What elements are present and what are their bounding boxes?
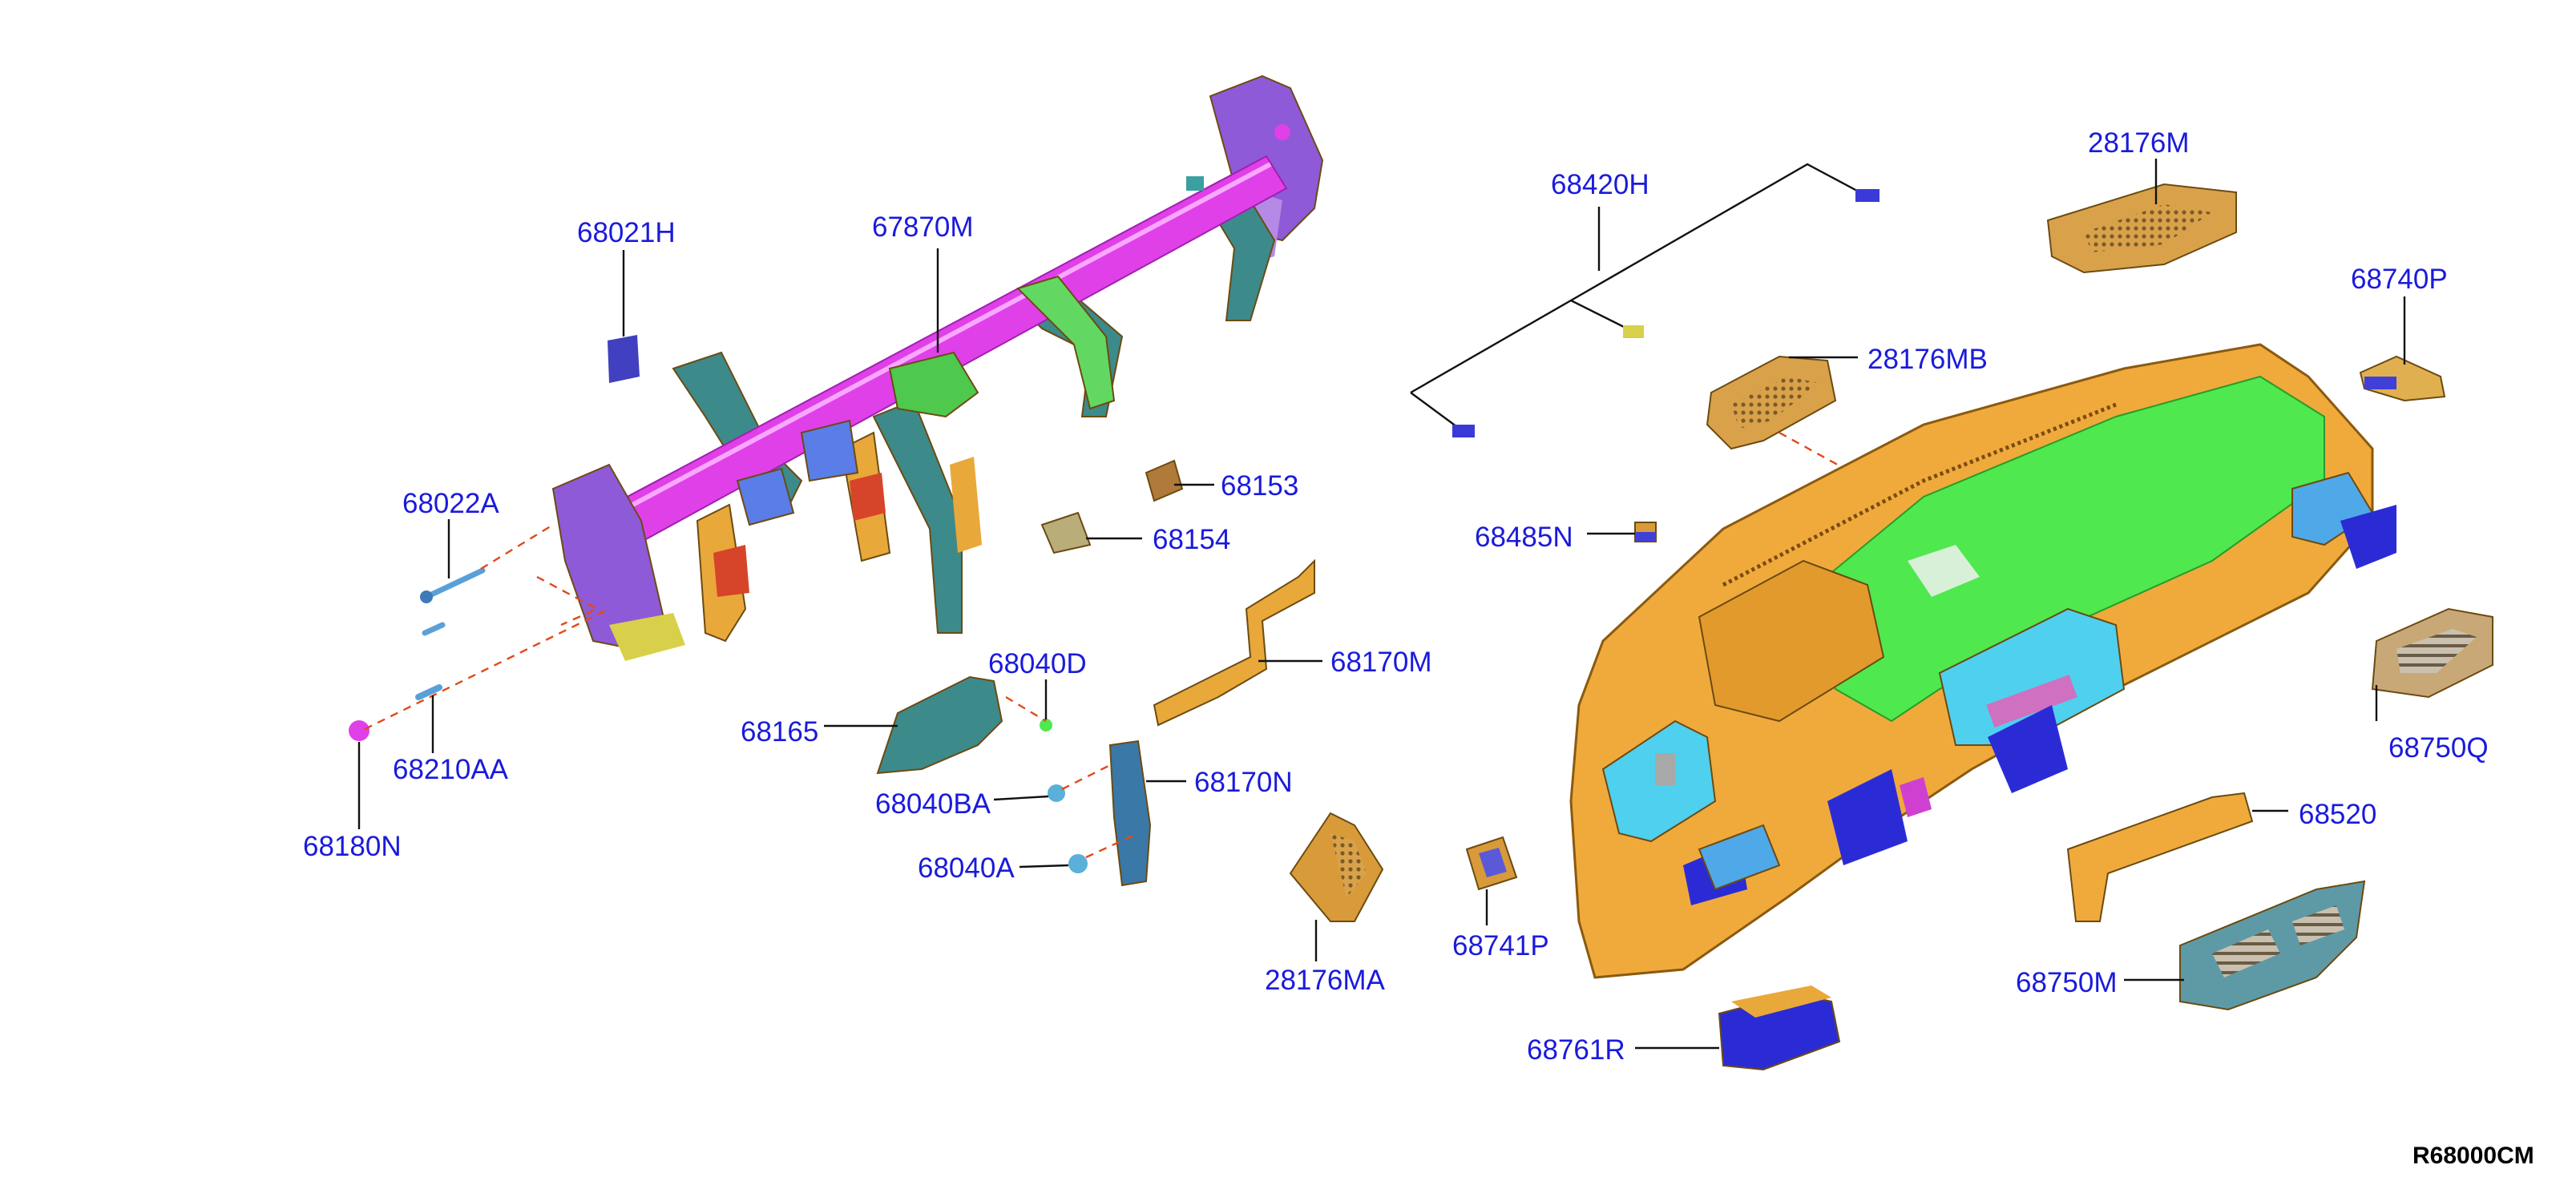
center-trim-cyan (1938, 607, 2126, 746)
part-68420H-harness (1410, 163, 1880, 437)
dashed-guide-bracket (536, 575, 600, 627)
part-number-labels: 68021H 67870M 68022A 68210AA 68180N 6815… (303, 127, 2489, 1066)
part-68154-bracket (1040, 511, 1092, 554)
part-68170N-bracket (1108, 740, 1152, 887)
label-68180N[interactable]: 68180N (303, 831, 402, 862)
label-68153[interactable]: 68153 (1221, 470, 1298, 502)
label-68165[interactable]: 68165 (741, 716, 818, 748)
bolt-small (422, 622, 446, 636)
part-68165-bracket (876, 675, 1003, 775)
dashed-guide-68040D (1005, 695, 1047, 723)
bolt-68210AA (415, 684, 442, 700)
lower-clip-magenta (1900, 777, 1932, 817)
part-68750Q-louvers (2396, 629, 2477, 673)
leader-lines (357, 159, 2406, 1050)
part-68170M-bracket (1153, 558, 1315, 727)
harness-connector-a (1855, 189, 1880, 202)
bolt-68022A (423, 567, 486, 600)
label-68170M[interactable]: 68170M (1330, 647, 1431, 678)
label-68040BA[interactable]: 68040BA (875, 788, 991, 820)
center-long-leg (872, 399, 963, 634)
part-28176M-grille (2084, 204, 2212, 252)
dashed-guide-68040A (1085, 832, 1139, 859)
label-68740P[interactable]: 68740P (2351, 264, 2448, 295)
green-bracket-right (1016, 275, 1116, 410)
defroster-slots (1722, 402, 2117, 587)
dashed-guide-68022A (480, 523, 554, 570)
clip-68180N (349, 720, 369, 741)
label-28176MA[interactable]: 28176MA (1265, 965, 1385, 996)
clip-68040D (1040, 719, 1052, 732)
nut-68040A (1068, 854, 1088, 873)
leader-68040BA (993, 795, 1049, 801)
label-68420H[interactable]: 68420H (1551, 169, 1649, 200)
label-67870M[interactable]: 67870M (872, 212, 973, 243)
label-68750M[interactable]: 68750M (2016, 967, 2117, 998)
part-28176MA-grille (1330, 833, 1367, 897)
part-68741P-center (1479, 848, 1507, 877)
instrument-panel-assembly (1569, 343, 2396, 979)
harness-connector-b (1623, 325, 1644, 338)
dashed-guide-68180N (364, 607, 610, 731)
left-lower-leg-red (713, 545, 749, 597)
label-68761R[interactable]: 68761R (1527, 1034, 1625, 1066)
label-68750Q[interactable]: 68750Q (2388, 732, 2489, 764)
part-28176MB-grille (1731, 377, 1819, 429)
steering-member-assembly (551, 75, 1324, 661)
column-mount-bracket-left (736, 467, 795, 526)
part-68740P-clip (2364, 377, 2396, 389)
small-bracket-top (1186, 176, 1204, 191)
column-mount-bracket-right (800, 419, 859, 482)
left-switch (1655, 753, 1675, 785)
bolt-68022A-head (420, 590, 433, 603)
harness-main-line (1410, 163, 1868, 394)
label-68022A[interactable]: 68022A (402, 488, 499, 519)
center-controls (1986, 675, 2077, 728)
part-68750M-louvers-right (2292, 905, 2344, 945)
tube-end-cap (1274, 124, 1290, 140)
front-vent-left (1698, 824, 1781, 891)
part-68761R-top (1731, 985, 1831, 1018)
center-leg-flange (950, 457, 982, 553)
steering-member-tube-highlight (601, 162, 1272, 523)
green-bracket-center (888, 351, 979, 418)
label-68485N[interactable]: 68485N (1475, 522, 1573, 553)
steering-member-left-foot (609, 613, 685, 661)
fasteners-left (349, 567, 486, 741)
harness-connector-c (1452, 425, 1475, 437)
label-68021H[interactable]: 68021H (577, 217, 676, 248)
part-68750M-louvers-left (2212, 929, 2280, 977)
part-68485N-base (1635, 532, 1656, 542)
part-28176MA-vent (1289, 812, 1384, 922)
part-68153-bracket (1145, 459, 1184, 502)
label-68210AA[interactable]: 68210AA (393, 754, 509, 785)
label-68040A[interactable]: 68040A (918, 852, 1015, 884)
label-28176M[interactable]: 28176M (2088, 127, 2189, 159)
side-bracket-right (2340, 505, 2396, 569)
label-68520[interactable]: 68520 (2299, 799, 2376, 830)
pad-center-opening (1908, 545, 1980, 597)
instrument-panel-pad (1786, 375, 2325, 723)
dashed-guide-68040BA (1061, 764, 1111, 791)
nut-68040BA (1048, 784, 1065, 802)
label-68741P[interactable]: 68741P (1452, 930, 1549, 961)
glove-box (1698, 559, 1885, 723)
label-68170N[interactable]: 68170N (1194, 767, 1293, 798)
part-68021H-pad (608, 335, 640, 383)
label-68154[interactable]: 68154 (1153, 524, 1230, 555)
label-68040D[interactable]: 68040D (988, 648, 1087, 679)
lower-bracket-blue-left (1827, 769, 1908, 865)
leader-68040A (1019, 864, 1069, 869)
part-68520-trim (2066, 792, 2254, 922)
lower-bracket-blue-center (1988, 705, 2068, 793)
label-28176MB[interactable]: 28176MB (1867, 344, 1988, 375)
diagram-code: R68000CM (2412, 1143, 2534, 1169)
center-lower-leg-red (850, 473, 886, 521)
